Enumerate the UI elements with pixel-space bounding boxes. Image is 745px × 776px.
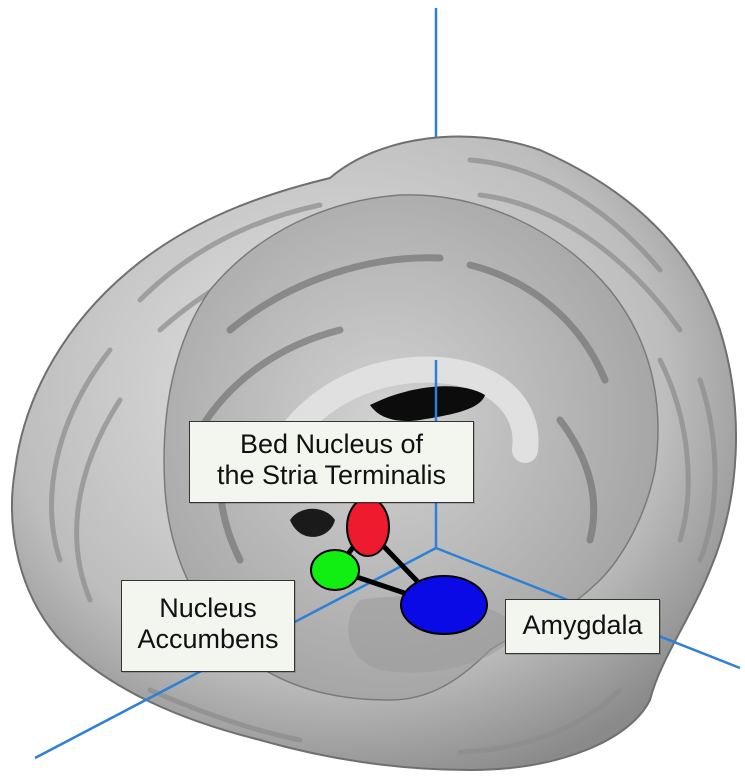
nacc-label-line1: Nucleus: [122, 593, 294, 624]
amygdala-nucleus[interactable]: [401, 576, 487, 634]
bnst-label-box: Bed Nucleus of the Stria Terminalis: [189, 421, 474, 503]
nucleus-accumbens-label-box: Nucleus Accumbens: [121, 580, 295, 672]
amygdala-label-box: Amygdala: [505, 599, 660, 654]
bnst-nucleus[interactable]: [347, 498, 389, 556]
nucleus-accumbens-marker[interactable]: [311, 550, 359, 590]
bnst-label-line2: the Stria Terminalis: [190, 460, 473, 491]
nacc-label-line2: Accumbens: [122, 624, 294, 655]
bnst-label-line1: Bed Nucleus of: [190, 429, 473, 460]
amygdala-label: Amygdala: [506, 610, 659, 641]
